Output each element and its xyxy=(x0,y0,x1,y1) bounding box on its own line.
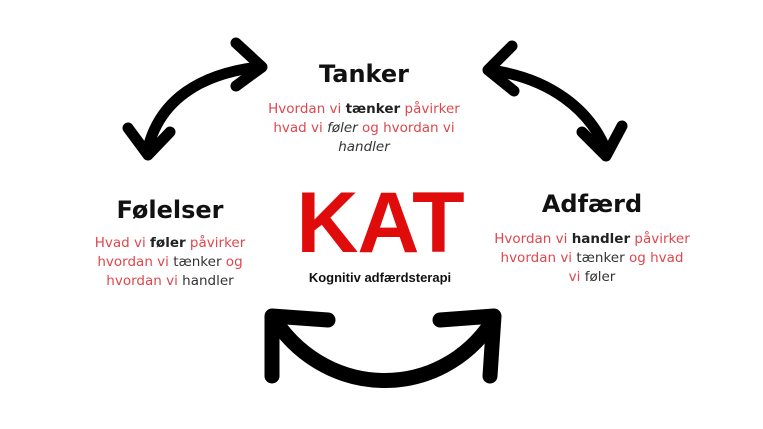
tanker-line-1: Hvordan vi tænker påvirker xyxy=(254,100,474,119)
text-fragment: handler xyxy=(182,273,234,289)
folelser-line-2: hvordan vi tænker og xyxy=(60,253,280,272)
text-fragment: hvordan vi xyxy=(500,250,577,266)
folelser-line-3: hvordan vi handler xyxy=(60,272,280,291)
bottom-double-arrow-icon xyxy=(264,308,502,388)
text-fragment: og xyxy=(221,254,243,270)
text-fragment: vi xyxy=(568,269,585,285)
text-fragment: føler xyxy=(584,269,616,285)
text-fragment: hvad vi xyxy=(273,120,328,136)
tanker-description: Hvordan vi tænker påvirker hvad vi føler… xyxy=(254,100,474,157)
top-right-double-arrow-icon xyxy=(482,40,628,162)
text-fragment: påvirker xyxy=(185,235,246,251)
text-fragment: og hvordan vi xyxy=(357,120,455,136)
kat-subtitle: Kognitiv adfærdsterapi xyxy=(308,270,452,285)
text-fragment: tænker xyxy=(576,250,625,266)
text-fragment: hvordan vi xyxy=(106,273,183,289)
text-fragment: tænker xyxy=(173,254,222,270)
tanker-line-2: hvad vi føler og hvordan vi xyxy=(254,119,474,138)
text-fragment: påvirker xyxy=(630,231,690,247)
text-fragment: tænker xyxy=(345,101,401,117)
kat-title: KAT xyxy=(296,175,464,271)
text-fragment: og hvad xyxy=(624,250,684,266)
tanker-line-3: handler xyxy=(254,138,474,157)
text-fragment: føler xyxy=(327,120,358,136)
text-fragment: Hvordan vi xyxy=(268,101,346,117)
adfaerd-heading: Adfærd xyxy=(541,190,643,218)
folelser-heading: Følelser xyxy=(116,196,224,224)
text-fragment: hvordan vi xyxy=(97,254,174,270)
adfaerd-line-2: hvordan vi tænker og hvad xyxy=(482,249,702,268)
adfaerd-description: Hvordan vi handler påvirker hvordan vi t… xyxy=(482,230,702,287)
adfaerd-line-3: vi føler xyxy=(482,268,702,287)
text-fragment: Hvad vi xyxy=(94,235,151,251)
folelser-description: Hvad vi føler påvirker hvordan vi tænker… xyxy=(60,234,280,291)
tanker-heading: Tanker xyxy=(319,60,409,88)
text-fragment: handler xyxy=(338,139,390,155)
text-fragment: føler xyxy=(150,235,186,251)
top-left-double-arrow-icon xyxy=(122,37,268,161)
text-fragment: påvirker xyxy=(400,101,460,117)
adfaerd-line-1: Hvordan vi handler påvirker xyxy=(482,230,702,249)
text-fragment: handler xyxy=(571,231,631,247)
folelser-line-1: Hvad vi føler påvirker xyxy=(60,234,280,253)
text-fragment: Hvordan vi xyxy=(494,231,572,247)
